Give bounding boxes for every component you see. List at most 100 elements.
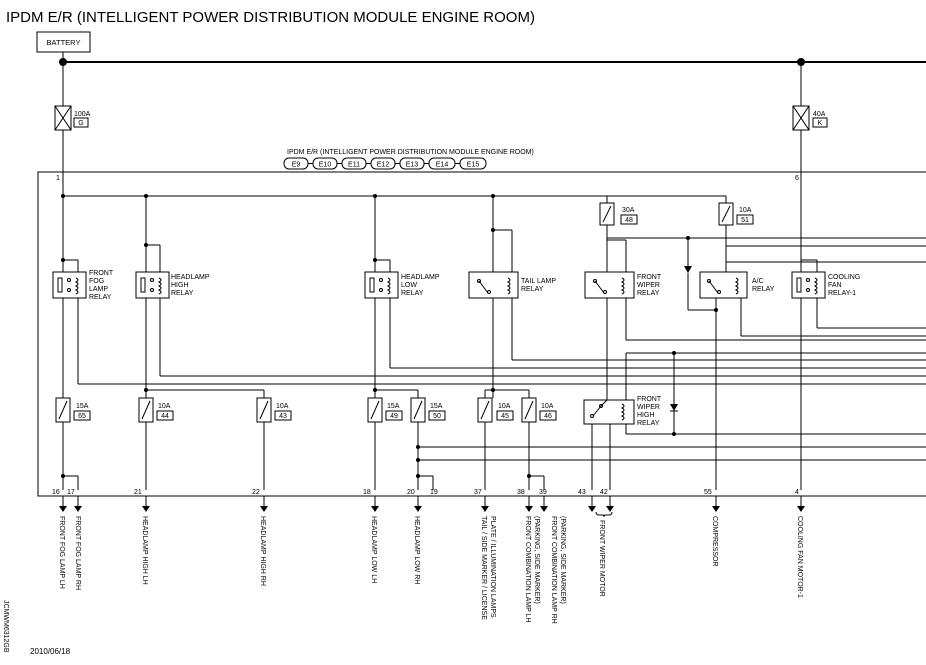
diagram-date: 2010/06/18	[30, 647, 71, 656]
svg-text:RELAY: RELAY	[637, 290, 660, 297]
fuse-10a-51: 10A 51	[718, 202, 754, 226]
svg-text:51: 51	[741, 217, 749, 224]
connector-e14: E14	[428, 157, 456, 170]
svg-text:HEADLAMP: HEADLAMP	[401, 274, 440, 281]
output-label: FRONT COMBINATION LAMP RH	[550, 516, 557, 624]
svg-text:10A: 10A	[276, 403, 289, 410]
svg-text:RELAY: RELAY	[752, 286, 775, 293]
relay-front-wiper: FRONT WIPER RELAY	[584, 271, 662, 299]
svg-text:FRONT: FRONT	[637, 396, 662, 403]
connector-e13: E13	[399, 157, 425, 170]
svg-text:RELAY: RELAY	[89, 294, 112, 301]
fuse-10a-43: 10A 43	[256, 397, 292, 423]
output-label: (PARKING, SIDE MARKER)	[533, 516, 540, 604]
svg-text:65: 65	[78, 413, 86, 420]
output-label: FRONT WIPER MOTOR	[598, 520, 605, 597]
svg-text:A/C: A/C	[752, 278, 764, 285]
svg-text:39: 39	[539, 489, 547, 496]
svg-text:HEADLAMP: HEADLAMP	[171, 274, 210, 281]
svg-text:10A: 10A	[158, 403, 171, 410]
svg-text:RELAY: RELAY	[637, 420, 660, 427]
svg-text:FAN: FAN	[828, 282, 842, 289]
relay-headlamp-low: HEADLAMP LOW RELAY	[364, 271, 440, 299]
svg-text:30A: 30A	[622, 207, 635, 214]
diagram-title: IPDM E/R (INTELLIGENT POWER DISTRIBUTION…	[6, 9, 535, 26]
connector-e11: E11	[341, 157, 367, 170]
fuse-amp: 40A	[813, 111, 826, 118]
output-label: HEADLAMP HIGH LH	[141, 516, 148, 585]
svg-text:19: 19	[430, 489, 438, 496]
svg-text:RELAY: RELAY	[401, 290, 424, 297]
svg-text:E15: E15	[467, 162, 480, 169]
wiper-motor-bracket	[595, 511, 613, 518]
output-label: (PARKING, SIDE MARKER)	[559, 516, 566, 604]
relay-headlamp-high: HEADLAMP HIGH RELAY	[135, 271, 210, 299]
figure-id: JCMWM6312GB	[2, 600, 9, 653]
svg-text:22: 22	[252, 489, 260, 496]
fuse-code: K	[818, 120, 823, 127]
svg-text:46: 46	[544, 413, 552, 420]
svg-text:55: 55	[704, 489, 712, 496]
svg-text:15A: 15A	[387, 403, 400, 410]
svg-text:RELAY-1: RELAY-1	[828, 290, 856, 297]
ipdm-module-outline	[37, 171, 926, 497]
connector-e12: E12	[370, 157, 396, 170]
output-label: COOLING FAN MOTOR-1	[796, 516, 803, 598]
svg-text:FOG: FOG	[89, 278, 104, 285]
fuse-10a-46: 10A 46	[521, 397, 557, 423]
connector-row: E9 E10 E11 E12 E13 E14 E15	[283, 157, 487, 170]
fuse-amp: 100A	[74, 111, 91, 118]
output-label: HEADLAMP LOW LH	[370, 516, 377, 583]
output-label: PLATE / ILLUMINATION LAMPS	[489, 516, 496, 618]
svg-text:RELAY: RELAY	[521, 286, 544, 293]
svg-text:37: 37	[474, 489, 482, 496]
fuse-15a-50: 15A 50	[410, 397, 446, 423]
svg-text:21: 21	[134, 489, 142, 496]
fuse-15a-65: 15A 65	[55, 397, 91, 423]
svg-text:15A: 15A	[430, 403, 443, 410]
svg-text:FRONT: FRONT	[637, 274, 662, 281]
svg-text:16: 16	[52, 489, 60, 496]
fuse-30a-48: 30A 48	[599, 202, 638, 226]
relay-tail-lamp: TAIL LAMP RELAY	[468, 271, 556, 299]
battery-label: BATTERY	[47, 38, 81, 47]
svg-text:WIPER: WIPER	[637, 404, 660, 411]
svg-text:10A: 10A	[498, 403, 511, 410]
pin-numbers: 16 17 21 22 18 20 19 37 38 39 43 42 55 4	[52, 489, 799, 496]
svg-text:E11: E11	[348, 162, 360, 169]
output-labels: FRONT FOG LAMP LH FRONT FOG LAMP RH HEAD…	[58, 516, 803, 624]
connector-e10: E10	[312, 157, 338, 170]
relay-front-wiper-high: FRONT WIPER HIGH RELAY	[583, 396, 662, 427]
pin-label: 1	[56, 175, 60, 182]
svg-text:45: 45	[501, 413, 509, 420]
svg-text:48: 48	[625, 217, 633, 224]
svg-text:COOLING: COOLING	[828, 274, 860, 281]
fuse-10a-45: 10A 45	[477, 397, 514, 423]
main-fuse-40a: 40A K	[792, 105, 828, 131]
svg-text:WIPER: WIPER	[637, 282, 660, 289]
svg-text:RELAY: RELAY	[171, 290, 194, 297]
fuse-10a-44: 10A 44	[138, 397, 174, 423]
svg-text:E9: E9	[292, 162, 301, 169]
connector-e15: E15	[459, 157, 487, 170]
svg-text:FRONT: FRONT	[89, 270, 114, 277]
connector-e9: E9	[283, 157, 309, 170]
svg-text:TAIL LAMP: TAIL LAMP	[521, 278, 556, 285]
svg-text:E12: E12	[377, 162, 390, 169]
relay-front-fog: FRONT FOG LAMP RELAY	[52, 270, 114, 301]
svg-text:17: 17	[67, 489, 75, 496]
fuse-15a-49: 15A 49	[367, 397, 403, 423]
relay-cooling-fan-1: COOLING FAN RELAY-1	[791, 271, 860, 299]
svg-text:10A: 10A	[739, 207, 752, 214]
fuse-code: G	[78, 120, 83, 127]
output-label: FRONT FOG LAMP RH	[74, 516, 81, 590]
output-label: FRONT FOG LAMP LH	[58, 516, 65, 589]
diode-icon	[684, 266, 692, 273]
main-fuse-100a: 100A G	[54, 105, 91, 131]
output-label: HEADLAMP LOW RH	[413, 516, 420, 584]
svg-text:43: 43	[578, 489, 586, 496]
svg-text:E14: E14	[436, 162, 449, 169]
output-label: COMPRESSOR	[711, 516, 718, 567]
svg-text:LAMP: LAMP	[89, 286, 108, 293]
